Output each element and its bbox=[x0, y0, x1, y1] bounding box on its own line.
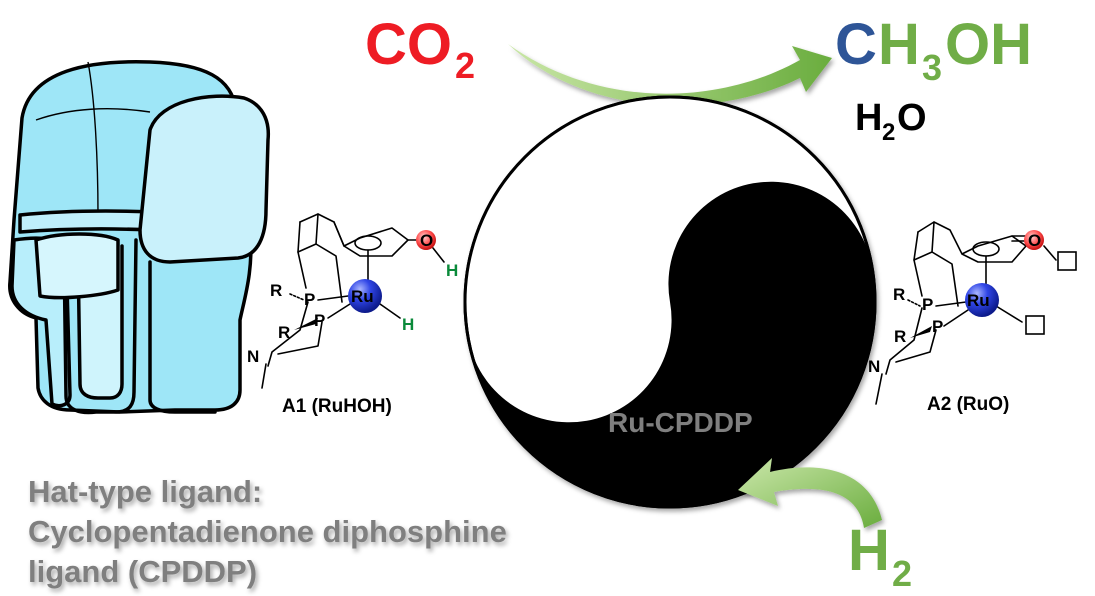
h2-subscript: 2 bbox=[892, 553, 912, 594]
yin-yang-icon bbox=[463, 95, 877, 509]
a1-oxygen: O bbox=[420, 231, 433, 250]
a2-r-upper: R bbox=[893, 285, 905, 304]
h2-formula: H 2 bbox=[848, 518, 912, 594]
a1-p-lower: P bbox=[314, 311, 325, 330]
a2-p-upper: P bbox=[922, 295, 933, 314]
water-h: H bbox=[855, 97, 882, 139]
a1-p-upper: P bbox=[304, 290, 315, 309]
a2-oxygen: O bbox=[1028, 231, 1041, 250]
co2-main: CO bbox=[365, 12, 452, 77]
co2-subscript: 2 bbox=[455, 45, 475, 86]
h2-main: H bbox=[848, 518, 890, 583]
methanol-h: H bbox=[878, 12, 920, 77]
hat-ligand-icon bbox=[8, 60, 271, 415]
methanol-subscript: 3 bbox=[922, 47, 942, 88]
a2-p-lower: P bbox=[932, 317, 943, 336]
co2-formula: CO 2 bbox=[365, 12, 475, 86]
methanol-c: C bbox=[835, 12, 877, 77]
caption-line-3: ligand (CPDDP) bbox=[28, 554, 257, 589]
a2-ru: Ru bbox=[967, 291, 990, 310]
ligand-caption: Hat-type ligand: Cyclopentadienone dipho… bbox=[28, 474, 507, 589]
curved-arrow-icon bbox=[738, 458, 882, 528]
a1-ru-hydrogen: H bbox=[402, 315, 414, 334]
a2-nitrogen: N bbox=[868, 357, 880, 376]
a1-r-upper: R bbox=[270, 281, 282, 300]
caption-line-2: Cyclopentadienone diphosphine bbox=[28, 514, 507, 549]
complex-a1-structure: Ru O H H P P R R N bbox=[247, 213, 458, 389]
caption-line-1: Hat-type ligand: bbox=[28, 474, 262, 509]
water-o: O bbox=[897, 97, 927, 139]
a1-label: A1 (RuHOH) bbox=[282, 396, 392, 417]
methanol-oh: OH bbox=[945, 12, 1032, 77]
catalyst-name: Ru-CPDDP bbox=[608, 407, 753, 438]
methanol-formula: C H 3 OH bbox=[835, 12, 1032, 88]
a1-nitrogen: N bbox=[247, 347, 259, 366]
water-subscript: 2 bbox=[882, 119, 895, 146]
a1-ru: Ru bbox=[351, 287, 374, 306]
water-formula: H 2 O bbox=[855, 97, 927, 146]
a1-r-lower: R bbox=[278, 323, 290, 342]
curved-arrow-icon bbox=[508, 44, 832, 106]
complex-a2-structure: Ru O P P R R N bbox=[868, 221, 1077, 405]
a2-r-lower: R bbox=[894, 327, 906, 346]
a1-oh-hydrogen: H bbox=[446, 261, 458, 280]
a2-label: A2 (RuO) bbox=[927, 394, 1009, 415]
